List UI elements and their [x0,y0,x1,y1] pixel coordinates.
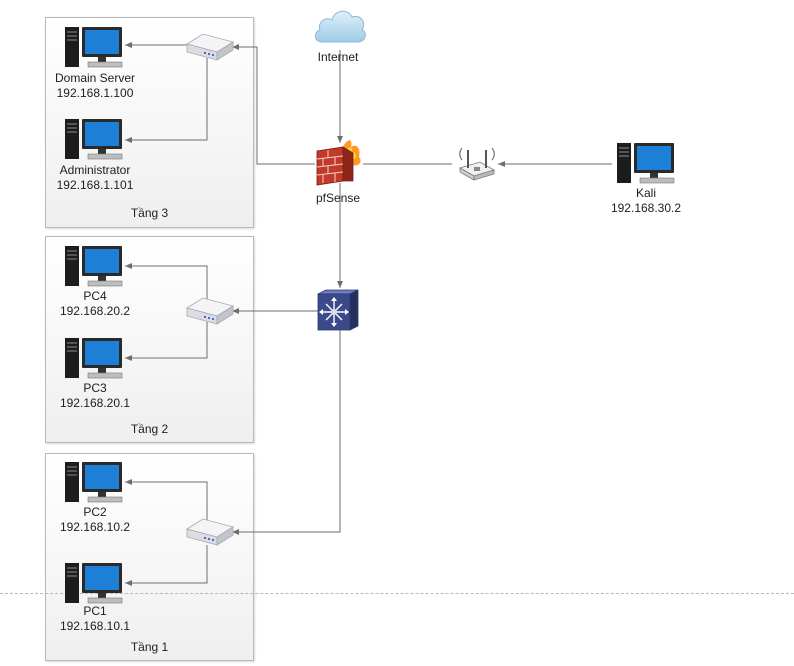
floor-3-switch-icon[interactable] [185,30,235,66]
pc2-ip: 192.168.10.2 [59,520,131,534]
floor-2-zone: Tầng 2 [45,236,254,443]
domain-server-name: Domain Server [54,71,136,85]
pfsense-firewall-icon[interactable] [313,137,367,187]
wire-switch-f1-pc2 [125,479,208,523]
pc2-name: PC2 [83,505,107,519]
domain-server-ip: 192.168.1.100 [56,86,134,100]
kali-name: Kali [635,186,657,200]
wire-switch-f2-pc4 [125,263,208,302]
pc1-label: PC1 192.168.10.1 [60,604,130,634]
wire-switch-f3-admin [125,58,208,143]
administrator-name: Administrator [59,163,131,177]
pc4-label: PC4 192.168.20.2 [60,289,130,319]
pc3-ip: 192.168.20.1 [59,396,131,410]
internet-label: Internet [317,50,359,64]
wire-firewall-switch-f3 [232,44,315,165]
floor-1-switch-icon[interactable] [185,515,235,551]
floor-3-label: Tầng 3 [130,206,169,220]
floor-2-label: Tầng 2 [130,422,169,436]
pc2-computer-icon[interactable] [64,461,126,505]
pc3-name: PC3 [83,381,107,395]
wire-switch-f2-pc3 [125,322,208,361]
kali-ip: 192.168.30.2 [610,201,682,215]
floor-1-zone: Tầng 1 [45,453,254,661]
administrator-ip: 192.168.1.101 [56,178,134,192]
internet-cloud-icon[interactable] [312,4,368,48]
pc4-name: PC4 [83,289,107,303]
wire-switch-f1-pc1 [125,545,208,586]
domain-server-computer-icon[interactable] [64,26,126,70]
wire-core-switch-f1 [232,330,341,535]
floor-1-label: Tầng 1 [130,640,169,654]
kali-label: Kali 192.168.30.2 [611,186,681,216]
kali-computer-icon[interactable] [616,142,678,186]
administrator-computer-icon[interactable] [64,118,126,162]
pc1-computer-icon[interactable] [64,562,126,606]
pc2-label: PC2 192.168.10.2 [60,505,130,535]
floor-2-switch-icon[interactable] [185,294,235,330]
pc3-computer-icon[interactable] [64,337,126,381]
wireless-access-point-icon[interactable] [454,140,500,184]
pc3-label: PC3 192.168.20.1 [60,381,130,411]
page-break-line [0,593,794,594]
administrator-label: Administrator 192.168.1.101 [57,163,134,193]
core-layer3-switch-icon[interactable] [316,288,360,332]
pc1-ip: 192.168.10.1 [59,619,131,633]
pc1-name: PC1 [83,604,107,618]
pc4-ip: 192.168.20.2 [59,304,131,318]
pc4-computer-icon[interactable] [64,245,126,289]
pfsense-label: pfSense [315,191,361,205]
domain-server-label: Domain Server 192.168.1.100 [55,71,135,101]
